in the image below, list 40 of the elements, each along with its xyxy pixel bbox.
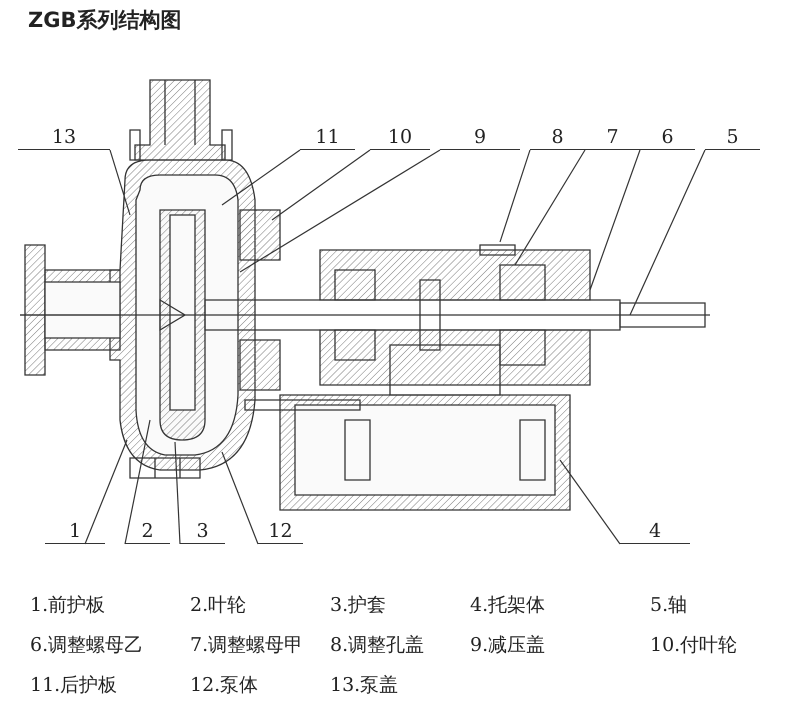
part-list-entry: 3.护套: [330, 593, 386, 618]
part-list-entry: 11.后护板: [30, 673, 118, 698]
callout-number: 13: [18, 126, 110, 150]
callout-number: 3: [180, 520, 225, 544]
leader-line: [499, 150, 531, 242]
leader-line: [84, 440, 128, 544]
callout-number: 1: [45, 520, 105, 544]
callout-number: 7: [585, 126, 640, 150]
leader-line: [221, 452, 259, 544]
leader-line: [222, 150, 300, 206]
part-list-entry: 2.叶轮: [190, 593, 246, 618]
part-list-entry: 1.前护板: [30, 593, 106, 618]
leader-line: [124, 420, 151, 544]
part-list-entry: 9.减压盖: [470, 633, 546, 658]
leader-line: [514, 150, 586, 266]
part-list-entry: 12.泵体: [190, 673, 258, 698]
part-list-entry: 7.调整螺母甲: [190, 633, 304, 658]
title: ZGB系列结构图: [28, 7, 182, 34]
part-list-entry: 5.轴: [650, 593, 688, 618]
callout-number: 6: [640, 126, 695, 150]
callout-number: 11: [300, 126, 355, 150]
leader-line: [272, 150, 370, 220]
callout-number: 2: [125, 520, 170, 544]
leader-line: [589, 150, 641, 290]
callout-number: 5: [705, 126, 760, 150]
leader-line: [174, 442, 181, 544]
part-list-entry: 6.调整螺母乙: [30, 633, 144, 658]
callout-number: 4: [620, 520, 690, 544]
leader-line: [560, 460, 620, 544]
callout-number: 8: [530, 126, 585, 150]
callout-number: 9: [440, 126, 520, 150]
callout-number: 12: [258, 520, 303, 544]
part-list-entry: 4.托架体: [470, 593, 546, 618]
part-list-entry: 8.调整孔盖: [330, 633, 424, 658]
leader-line: [109, 150, 131, 216]
part-list-entry: 10.付叶轮: [650, 633, 738, 658]
leader-line: [240, 149, 440, 273]
callout-number: 10: [370, 126, 430, 150]
part-list-entry: 13.泵盖: [330, 673, 398, 698]
leader-line: [629, 150, 706, 316]
